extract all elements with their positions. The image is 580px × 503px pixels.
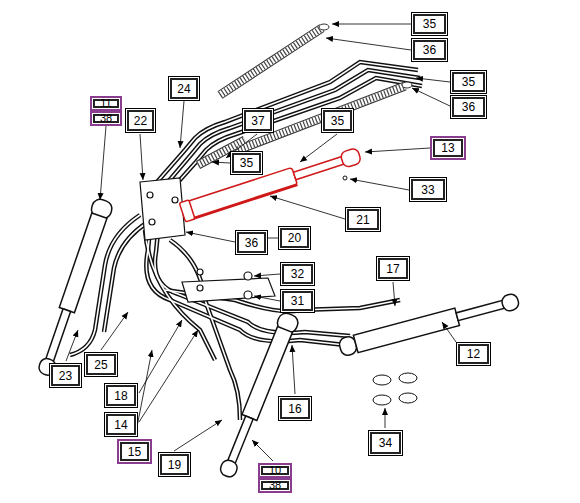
- callout-box: 23: [49, 363, 82, 388]
- callout-number: 13: [441, 141, 454, 155]
- callout-box: 25: [84, 352, 118, 377]
- callout-number: 25: [94, 358, 107, 372]
- callout-box: 22: [125, 108, 156, 133]
- callout-box: 13: [430, 136, 466, 160]
- callout-box: 32: [280, 262, 315, 286]
- callout-box: 10: [258, 463, 292, 478]
- callout-box: 33: [409, 177, 447, 202]
- callout-number: 17: [386, 262, 399, 276]
- callout-box: 15: [117, 439, 152, 464]
- callout-box: 35: [450, 70, 487, 94]
- callout-box: 20: [278, 226, 311, 250]
- callout-number: 10: [269, 465, 281, 476]
- callout-number: 36: [462, 100, 475, 114]
- callout-box: 36: [235, 230, 268, 255]
- callout-number: 31: [291, 294, 304, 308]
- callout-number: 19: [168, 458, 181, 472]
- callout-number: 32: [291, 267, 304, 281]
- callout-number: 35: [462, 75, 475, 89]
- callout-number: 18: [114, 389, 127, 403]
- callout-number: 22: [134, 114, 147, 128]
- callout-box: 19: [158, 452, 191, 477]
- callout-number: 34: [379, 436, 392, 450]
- callout-number: 35: [240, 156, 253, 170]
- callout-box: 36: [411, 38, 448, 62]
- callout-number: 38: [100, 113, 112, 124]
- callout-number: 20: [288, 231, 301, 245]
- callout-number: 35: [331, 114, 344, 128]
- callout-number: 23: [59, 369, 72, 383]
- callout-box: 17: [376, 256, 410, 281]
- callout-box: 18: [104, 383, 138, 408]
- callout-number: 38: [269, 480, 281, 491]
- callout-box: 24: [168, 76, 200, 101]
- callout-box: 11: [90, 96, 122, 111]
- callout-number: 36: [245, 236, 258, 250]
- callout-box: 36: [450, 95, 487, 119]
- callout-number: 12: [467, 347, 480, 361]
- callout-number: 33: [421, 183, 434, 197]
- callout-box: 38: [258, 478, 292, 493]
- callout-box: 21: [345, 207, 381, 232]
- callout-box: 37: [242, 108, 274, 133]
- callout-number: 14: [114, 418, 127, 432]
- callout-number: 24: [177, 82, 190, 96]
- callout-number: 35: [423, 17, 436, 31]
- callout-number: 36: [423, 43, 436, 57]
- callout-box: 38: [90, 111, 122, 126]
- callout-number: 21: [356, 213, 369, 227]
- callout-number: 11: [100, 98, 111, 109]
- callout-box: 35: [230, 151, 263, 175]
- callout-box: 35: [411, 12, 448, 36]
- callout-box: 31: [280, 289, 315, 313]
- callout-box: 16: [278, 396, 312, 421]
- callout-box: 34: [368, 430, 403, 456]
- callout-box: 35: [321, 108, 354, 133]
- callout-number: 37: [251, 114, 264, 128]
- callout-number: 16: [288, 402, 301, 416]
- callout-box: 14: [104, 412, 138, 437]
- callout-box: 12: [456, 342, 491, 366]
- callout-number: 15: [128, 445, 141, 459]
